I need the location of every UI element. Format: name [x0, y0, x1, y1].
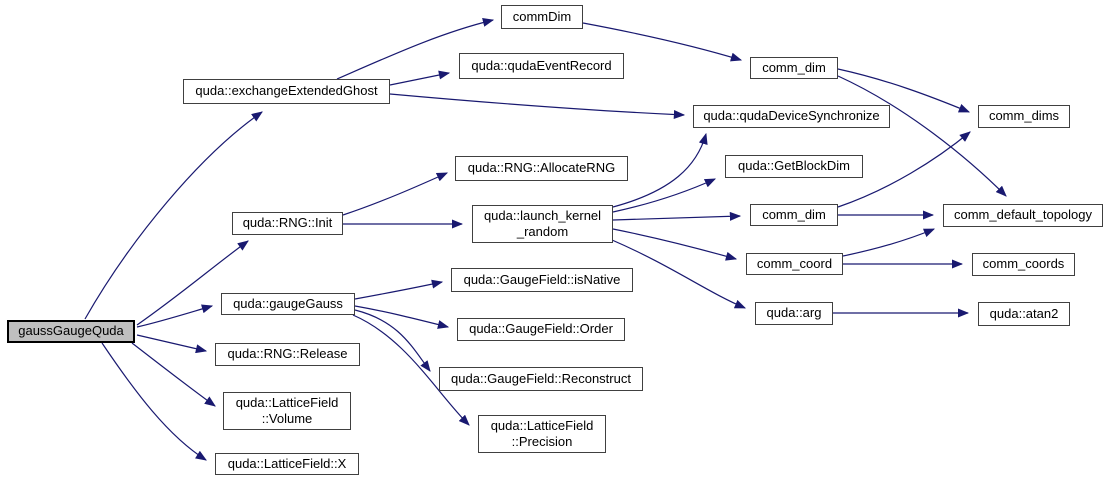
edge-launch_kernel_random-arg: [611, 239, 747, 309]
node-comm_dims[interactable]: comm_dims: [978, 105, 1070, 128]
edge-exchangeExtendedGhost-qudaEventRecord: [389, 70, 451, 86]
edge-gaussGaugeQuda-exchangeExtendedGhost: [84, 111, 263, 320]
node-arg[interactable]: quda::arg: [755, 302, 833, 325]
node-Order[interactable]: quda::GaugeField::Order: [457, 318, 625, 341]
node-comm_coord[interactable]: comm_coord: [746, 253, 843, 275]
edge-commDim-comm_dim_1: [582, 22, 743, 62]
node-comm_coords[interactable]: comm_coords: [972, 253, 1075, 276]
edge-RNG_Init-AllocateRNG: [342, 172, 449, 216]
edge-gaugeGauss-isNative: [354, 279, 444, 300]
node-gaugeGauss[interactable]: quda::gaugeGauss: [221, 293, 355, 315]
node-GetBlockDim[interactable]: quda::GetBlockDim: [725, 155, 863, 178]
node-qudaDeviceSynchronize[interactable]: quda::qudaDeviceSynchronize: [693, 105, 890, 128]
edge-comm_dim_2-comm_dims: [837, 131, 971, 208]
edge-comm_coord-comm_default_topology: [842, 228, 936, 257]
node-AllocateRNG[interactable]: quda::RNG::AllocateRNG: [455, 156, 628, 181]
node-comm_dim-1[interactable]: comm_dim: [750, 57, 838, 79]
node-comm_default_topology[interactable]: comm_default_topology: [943, 204, 1103, 227]
node-Volume[interactable]: quda::LatticeField ::Volume: [223, 392, 351, 430]
edge-exchangeExtendedGhost-qudaDeviceSynchronize: [389, 93, 686, 120]
edge-gaugeGauss-Precision: [352, 314, 470, 426]
edge-gaussGaugeQuda-RNG_Release: [136, 334, 208, 354]
node-Precision[interactable]: quda::LatticeField ::Precision: [478, 415, 606, 453]
edge-launch_kernel_random-GetBlockDim: [612, 178, 717, 213]
node-qudaEventRecord[interactable]: quda::qudaEventRecord: [459, 53, 624, 79]
node-comm_dim-2[interactable]: comm_dim: [750, 204, 838, 226]
edge-launch_kernel_random-qudaDeviceSynchronize: [612, 132, 708, 208]
node-launch_kernel_random[interactable]: quda::launch_kernel _random: [472, 205, 613, 243]
edge-gaussGaugeQuda-Volume: [131, 342, 216, 407]
node-LatticeField_X[interactable]: quda::LatticeField::X: [215, 453, 359, 475]
edge-gaussGaugeQuda-LatticeField_X: [101, 342, 207, 461]
node-RNG_Init[interactable]: quda::RNG::Init: [232, 212, 343, 235]
node-Reconstruct[interactable]: quda::GaugeField::Reconstruct: [439, 367, 643, 391]
node-commDim[interactable]: commDim: [501, 5, 583, 29]
edge-gaussGaugeQuda-gaugeGauss: [136, 304, 214, 328]
edge-comm_dim_1-comm_dims: [837, 68, 971, 113]
edge-gaugeGauss-Reconstruct: [354, 309, 431, 372]
edge-comm_dim_1-comm_default_topology: [837, 75, 1007, 197]
edge-launch_kernel_random-comm_coord: [612, 228, 738, 261]
node-atan2[interactable]: quda::atan2: [978, 302, 1070, 326]
node-exchangeExtendedGhost[interactable]: quda::exchangeExtendedGhost: [183, 79, 390, 104]
edge-launch_kernel_random-comm_dim_2: [612, 211, 742, 221]
edge-exchangeExtendedGhost-commDim: [336, 18, 495, 80]
edge-gaussGaugeQuda-RNG_Init: [136, 240, 249, 326]
node-RNG_Release[interactable]: quda::RNG::Release: [215, 343, 360, 366]
node-gaussGaugeQuda: gaussGaugeQuda: [7, 320, 135, 343]
node-isNative[interactable]: quda::GaugeField::isNative: [451, 268, 633, 292]
edge-gaugeGauss-Order: [354, 305, 450, 329]
